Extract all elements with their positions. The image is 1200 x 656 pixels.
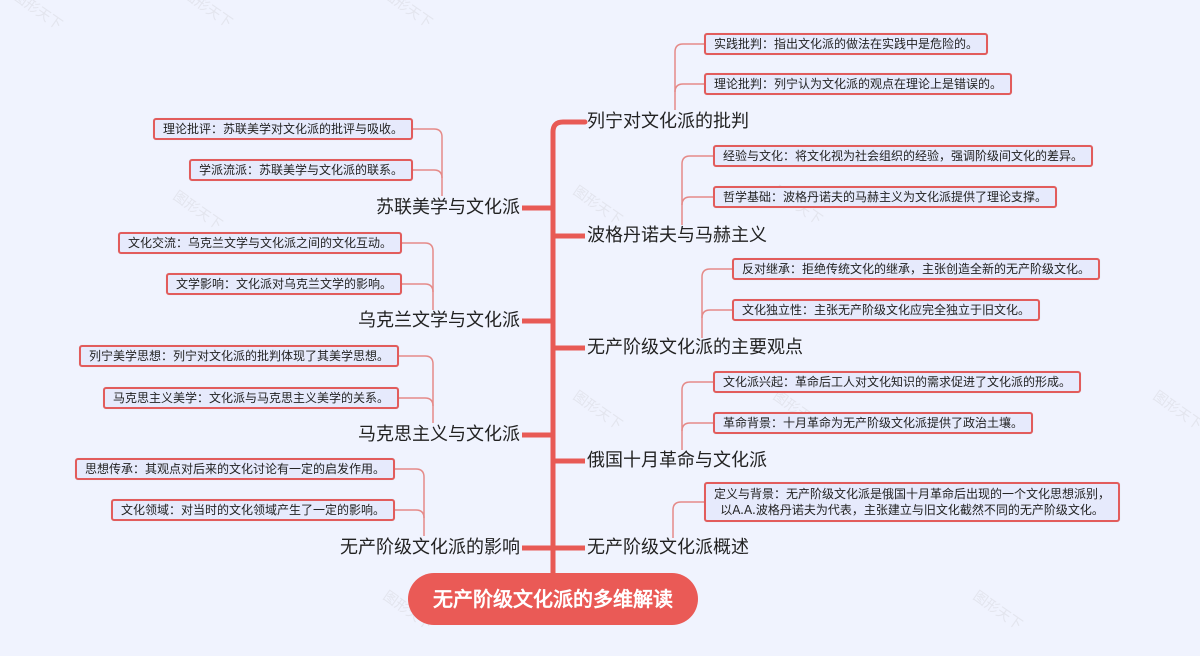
branch-lenin-critique[interactable]: 列宁对文化派的批判: [587, 111, 749, 132]
branch-soviet-aesthetics[interactable]: 苏联美学与文化派: [376, 197, 520, 218]
leaf-cultural-domain[interactable]: 文化领域：对当时的文化领域产生了一定的影响。: [110, 499, 395, 521]
leaf-definition-background[interactable]: 定义与背景：无产阶级文化派是俄国十月革命后出现的一个文化思想派别， 以A.A.波…: [704, 482, 1121, 522]
branch-influence[interactable]: 无产阶级文化派的影响: [340, 537, 520, 558]
leaf-theory-criticism[interactable]: 理论批评：苏联美学对文化派的批评与吸收。: [152, 118, 413, 140]
leaf-lenin-aesthetics[interactable]: 列宁美学思想：列宁对文化派的批判体现了其美学思想。: [78, 345, 399, 367]
leaf-literary-influence[interactable]: 文学影响：文化派对乌克兰文学的影响。: [165, 273, 402, 295]
branch-main-views[interactable]: 无产阶级文化派的主要观点: [587, 337, 803, 358]
leaf-theory-critique[interactable]: 理论批判：列宁认为文化派的观点在理论上是错误的。: [704, 73, 1013, 95]
branch-overview[interactable]: 无产阶级文化派概述: [587, 537, 749, 558]
branch-bogdanov-machism[interactable]: 波格丹诺夫与马赫主义: [587, 225, 767, 246]
branch-october-revolution[interactable]: 俄国十月革命与文化派: [587, 450, 767, 471]
leaf-cultural-independence[interactable]: 文化独立性：主张无产阶级文化应完全独立于旧文化。: [732, 299, 1041, 321]
leaf-experience-culture[interactable]: 经验与文化：将文化视为社会组织的经验，强调阶级间文化的差异。: [713, 145, 1094, 167]
leaf-marxist-aesthetics[interactable]: 马克思主义美学：文化派与马克思主义美学的关系。: [102, 387, 399, 409]
leaf-revolution-background[interactable]: 革命背景：十月革命为无产阶级文化派提供了政治土壤。: [713, 412, 1034, 434]
leaf-philosophy-basis[interactable]: 哲学基础：波格丹诺夫的马赫主义为文化派提供了理论支撑。: [713, 186, 1058, 208]
leaf-line-1: 定义与背景：无产阶级文化派是俄国十月革命后出现的一个文化思想派别，: [714, 487, 1111, 501]
leaf-line-2: 以A.A.波格丹诺夫为代表，主张建立与旧文化截然不同的无产阶级文化。: [720, 503, 1104, 517]
leaf-cultural-exchange[interactable]: 文化交流：乌克兰文学与文化派之间的文化互动。: [117, 232, 402, 254]
branch-ukrainian-literature[interactable]: 乌克兰文学与文化派: [358, 310, 520, 331]
leaf-thought-heritage[interactable]: 思想传承：其观点对后来的文化讨论有一定的启发作用。: [74, 458, 395, 480]
branch-marxism[interactable]: 马克思主义与文化派: [358, 424, 520, 445]
leaf-rise-of-school[interactable]: 文化派兴起：革命后工人对文化知识的需求促进了文化派的形成。: [713, 371, 1082, 393]
leaf-oppose-inheritance[interactable]: 反对继承：拒绝传统文化的继承，主张创造全新的无产阶级文化。: [732, 258, 1101, 280]
root-topic[interactable]: 无产阶级文化派的多维解读: [408, 573, 698, 625]
leaf-school-factions[interactable]: 学派流派：苏联美学与文化派的联系。: [188, 159, 413, 181]
leaf-practice-critique[interactable]: 实践批判：指出文化派的做法在实践中是危险的。: [704, 33, 989, 55]
